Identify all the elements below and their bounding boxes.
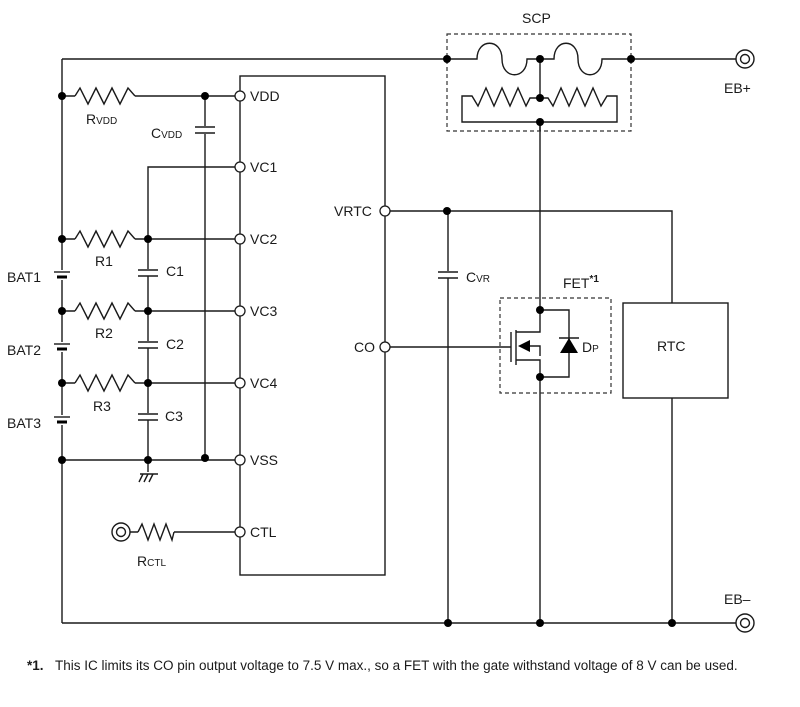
pin-vc1 <box>234 161 246 173</box>
resistor-rvdd <box>74 86 136 106</box>
label-vdd: VDD <box>250 88 280 104</box>
label-c2: C2 <box>166 336 184 352</box>
label-vss: VSS <box>250 452 278 468</box>
vc1-wire <box>147 166 236 239</box>
label-vc2: VC2 <box>250 231 277 247</box>
pin-vc3 <box>234 305 246 317</box>
resistor-r1 <box>74 229 136 249</box>
label-bat3: BAT3 <box>7 415 41 431</box>
fet-terminals <box>516 310 541 377</box>
label-rctl: RCTL <box>137 553 166 569</box>
label-scp: SCP <box>522 10 551 26</box>
label-fet: FET*1 <box>563 274 599 291</box>
diode-icon <box>560 338 578 353</box>
label-co: CO <box>354 339 375 355</box>
scp-block <box>446 33 632 132</box>
battery-bat3 <box>54 415 70 425</box>
ground-icon <box>138 473 158 483</box>
rtc-block <box>622 302 729 399</box>
pin-vc4 <box>234 377 246 389</box>
fet-block <box>499 297 612 394</box>
label-vc1: VC1 <box>250 159 277 175</box>
label-c1: C1 <box>166 263 184 279</box>
label-eb-minus: EB– <box>724 591 751 607</box>
battery-bat2 <box>54 342 70 352</box>
pin-co <box>379 341 391 353</box>
capacitor-c2 <box>138 341 158 349</box>
pin-vc2 <box>234 233 246 245</box>
footnote-text: This IC limits its CO pin output voltage… <box>55 658 738 673</box>
label-eb-plus: EB+ <box>724 80 751 96</box>
label-r2: R2 <box>95 325 113 341</box>
label-vc3: VC3 <box>250 303 277 319</box>
label-rvdd: RVDD <box>86 111 117 127</box>
terminal-ctl <box>111 522 131 542</box>
ic-body <box>239 75 386 576</box>
battery-bat1 <box>54 270 70 280</box>
capacitor-cvdd <box>195 126 215 134</box>
capacitor-cvr <box>438 271 458 279</box>
pin-vdd <box>234 90 246 102</box>
footnote-mark: *1. <box>27 658 44 673</box>
capacitor-c3 <box>138 413 158 421</box>
fet-arrow-icon <box>518 340 530 352</box>
label-r3: R3 <box>93 398 111 414</box>
labels: VDD VC1 VC2 VC3 VC4 VSS CTL VRTC CO SCP … <box>7 10 751 607</box>
terminal-eb-minus <box>735 613 755 633</box>
pin-ctl <box>234 526 246 538</box>
fet-dashed-box <box>499 297 612 394</box>
resistor-r2 <box>74 301 136 321</box>
label-c3: C3 <box>165 408 183 424</box>
label-vrtc: VRTC <box>334 203 372 219</box>
ic-pins <box>234 90 391 538</box>
vrtc-wire <box>389 210 673 303</box>
label-vc4: VC4 <box>250 375 277 391</box>
label-ctl: CTL <box>250 524 277 540</box>
diode-wire <box>540 309 570 378</box>
label-rtc: RTC <box>657 338 686 354</box>
wires <box>61 58 739 624</box>
capacitor-c1 <box>138 269 158 277</box>
resistor-r3 <box>74 373 136 393</box>
label-cvdd: CVDD <box>151 125 182 141</box>
label-cvr: CVR <box>466 269 490 285</box>
terminal-eb-plus <box>735 49 755 69</box>
scp-dashed-box <box>446 33 632 132</box>
label-r1: R1 <box>95 253 113 269</box>
label-bat2: BAT2 <box>7 342 41 358</box>
resistor-rctl <box>137 522 175 543</box>
junction-dots <box>58 55 676 627</box>
pin-vrtc <box>379 205 391 217</box>
pin-vss <box>234 454 246 466</box>
label-dp: DP <box>582 339 599 355</box>
label-bat1: BAT1 <box>7 269 41 285</box>
